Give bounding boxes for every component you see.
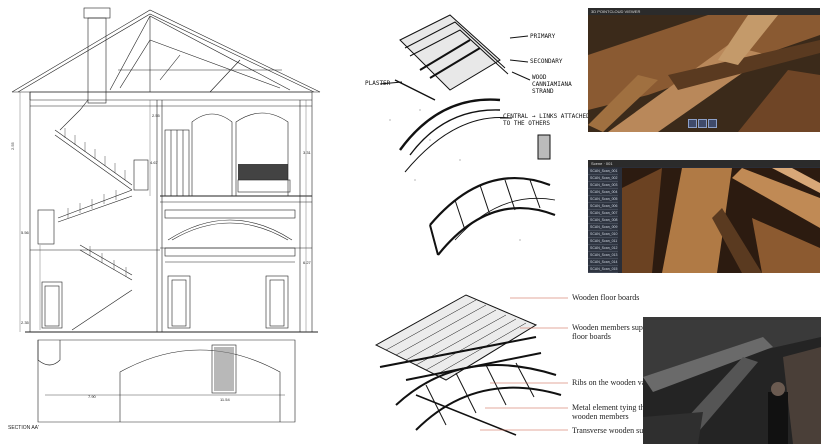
scan-viewer-middle[interactable]: Scene · 001 SCAN_Scan_001 SCAN_Scan_002 … <box>588 160 820 273</box>
scan-list-item[interactable]: SCAN_Scan_007 <box>588 211 618 217</box>
legend-item-transverse-support: Transverse wooden support <box>572 426 661 435</box>
viewer-tool-button[interactable] <box>698 119 707 128</box>
scan-list-item[interactable]: SCAN_Scan_001 <box>588 169 618 175</box>
section-title: SECTION AA' <box>8 425 39 431</box>
attic-photo-bottom <box>643 317 821 444</box>
pointcloud-viewer-top[interactable]: 3D POINTCLOUD VIEWER <box>588 8 820 132</box>
sketch-label-central: CENTRAL → LINKS ATTACHED TO THE OTHERS <box>503 113 590 127</box>
scan-list-item[interactable]: SCAN_Scan_002 <box>588 176 618 182</box>
sketch-label-strand: WOOD CANNIAMIANA STRAND <box>532 74 572 95</box>
legend-item-wooden-members: Wooden members supporting floor boards <box>572 323 667 341</box>
dim-label: 3.31 <box>303 150 311 155</box>
viewer-tool-button[interactable] <box>688 119 697 128</box>
dim-label: 11.54 <box>220 397 230 402</box>
dim-text: 2.55 <box>10 141 15 150</box>
dim-label: 2.35 <box>21 320 29 325</box>
scan-list-item[interactable]: SCAN_Scan_015 <box>588 267 618 273</box>
legend-leaders <box>480 297 568 431</box>
sketch-label-secondary: SECONDARY <box>530 58 563 65</box>
scan-list-item[interactable]: SCAN_Scan_011 <box>588 239 618 245</box>
viewer-tool-button[interactable] <box>708 119 717 128</box>
scan-list-item[interactable]: SCAN_Scan_010 <box>588 232 618 238</box>
dim-label: 5.56 <box>21 230 29 235</box>
scan-list-item[interactable]: SCAN_Scan_004 <box>588 190 618 196</box>
dim-label: 4.67 <box>150 160 158 165</box>
scan-list-item[interactable]: SCAN_Scan_003 <box>588 183 618 189</box>
scan-list-item[interactable]: SCAN_Scan_013 <box>588 253 618 259</box>
viewer-title-bar: Scene · 001 <box>588 160 820 167</box>
legend-item-floor-boards: Wooden floor boards <box>572 293 640 302</box>
dim-label: 6.27 <box>303 260 311 265</box>
scan-list-item[interactable]: SCAN_Scan_012 <box>588 246 618 252</box>
sketch-label-plaster: PLASTER <box>365 80 391 87</box>
roof-beam-scan <box>588 15 820 132</box>
dim-label: 7.90 <box>88 394 96 399</box>
scan-list-item[interactable]: SCAN_Scan_005 <box>588 197 618 203</box>
scan-list-item[interactable]: SCAN_Scan_009 <box>588 225 618 231</box>
legend-item-metal-element: Metal element tying the vault and wooden… <box>572 403 680 421</box>
building-section-drawing: 2.55 <box>10 7 321 423</box>
attic-photo-render <box>643 317 821 444</box>
scan-list-panel: SCAN_Scan_001 SCAN_Scan_002 SCAN_Scan_00… <box>588 168 618 273</box>
exploded-floor-sketch <box>374 294 562 436</box>
viewer-title-bar: 3D POINTCLOUD VIEWER <box>588 8 820 15</box>
vault-scan-render <box>622 168 820 273</box>
sketch-label-primary: PRIMARY <box>530 33 556 40</box>
dim-label: 2.55 <box>152 113 160 118</box>
scan-list-item[interactable]: SCAN_Scan_014 <box>588 260 618 266</box>
scan-list-item[interactable]: SCAN_Scan_006 <box>588 204 618 210</box>
structural-sketch-top <box>379 14 556 256</box>
scan-list-item[interactable]: SCAN_Scan_008 <box>588 218 618 224</box>
legend-item-ribs: Ribs on the wooden vault <box>572 378 654 387</box>
